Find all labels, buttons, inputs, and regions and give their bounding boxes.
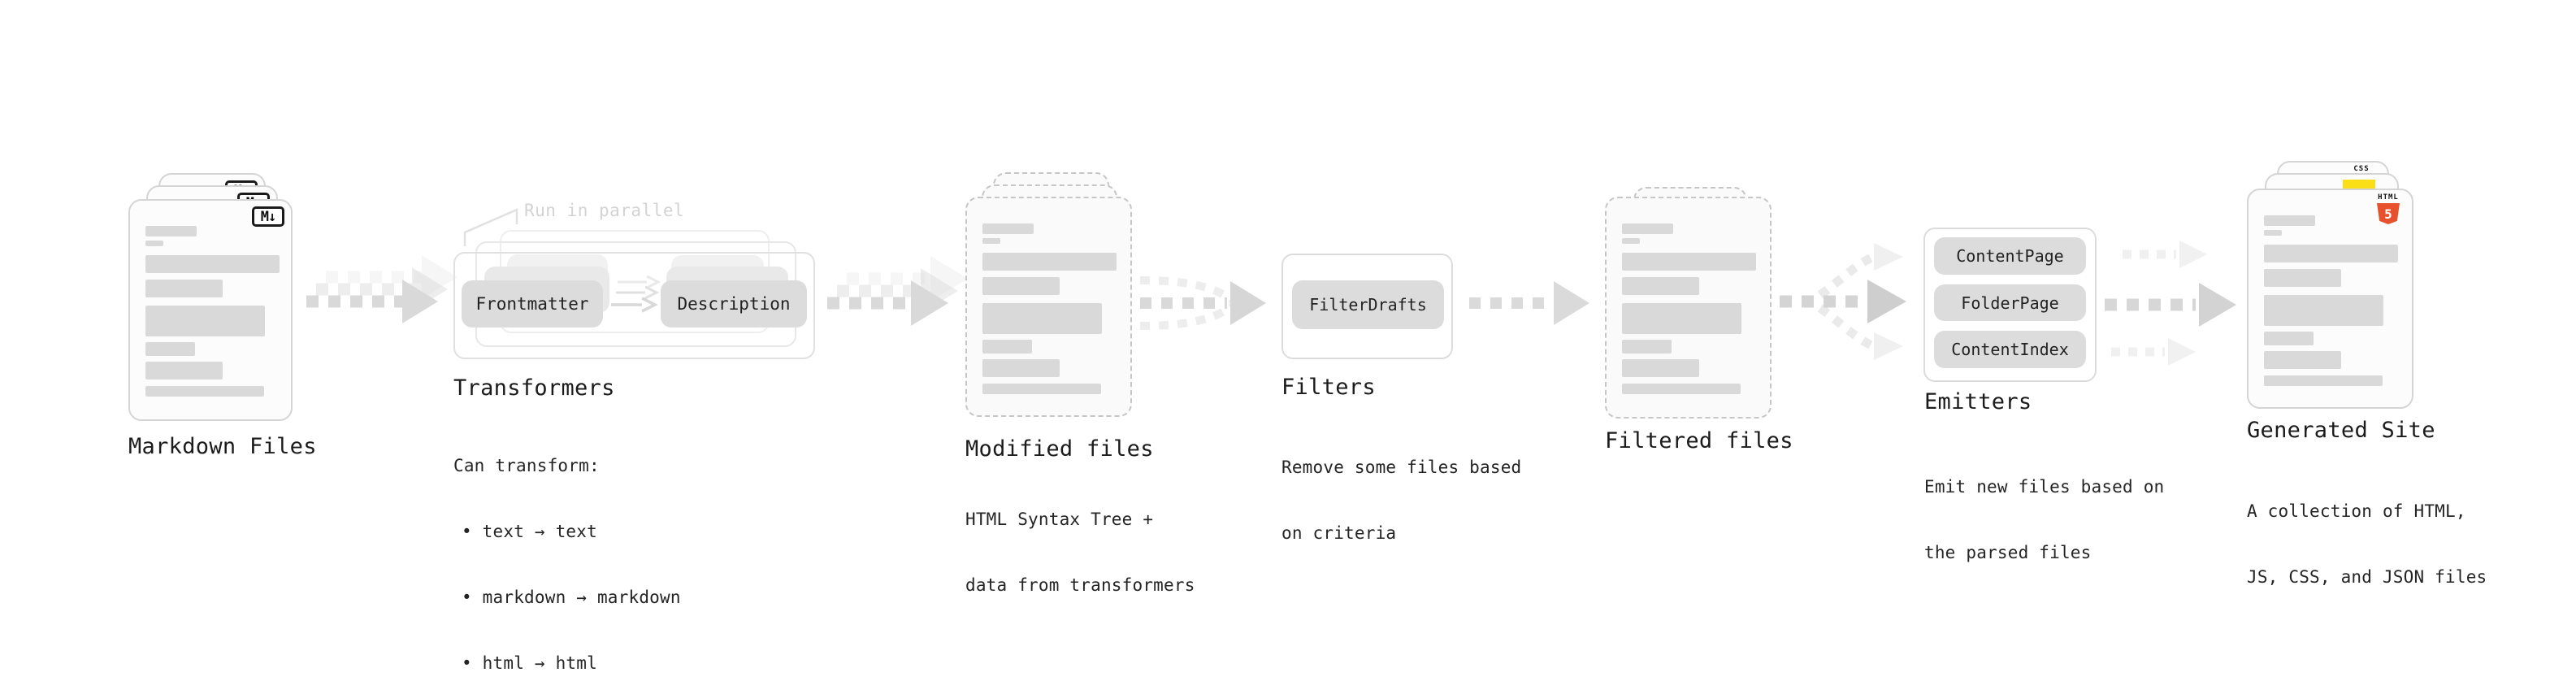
placeholder-bar (145, 241, 163, 246)
arrow-modified-to-filters (1139, 276, 1266, 330)
placeholder-bar (2264, 375, 2383, 386)
folderpage-pill: FolderPage (1934, 284, 2086, 321)
arrow-markdown-to-transformers (306, 255, 458, 323)
contentpage-pill: ContentPage (1934, 237, 2086, 275)
transformers-bullet: • markdown → markdown (462, 588, 681, 607)
markdown-icon: M↓ (252, 206, 284, 227)
placeholder-bar (145, 306, 265, 336)
filterdrafts-pill: FilterDrafts (1292, 280, 1444, 329)
placeholder-bar (145, 342, 195, 356)
modified-files-description: HTML Syntax Tree + data from transformer… (965, 465, 1195, 640)
html5-icon: HTML 5 (2374, 193, 2402, 224)
arrow-filters-to-filtered (1469, 281, 1589, 325)
html5-icon-number: 5 (2384, 206, 2392, 222)
placeholder-bar (1622, 277, 1699, 295)
transformer-frame-front (453, 252, 815, 359)
doc-placeholder-lines (2264, 215, 2398, 386)
css-icon-label: CSS (2353, 165, 2370, 173)
transformers-bullet: • html → html (462, 653, 597, 673)
placeholder-bar (145, 386, 264, 397)
placeholder-bar (1622, 223, 1673, 234)
arrow-emitters-to-generated (2105, 241, 2236, 366)
filtered-files-title: Filtered files (1605, 428, 1793, 453)
filtered-file-card-front (1605, 197, 1772, 419)
placeholder-bar (2264, 245, 2398, 262)
filters-description: Remove some files based on criteria (1281, 413, 1521, 588)
markdown-files-title: Markdown Files (128, 434, 317, 459)
filters-desc-line: on criteria (1281, 523, 1397, 543)
modified-desc-line: HTML Syntax Tree + (965, 510, 1154, 529)
emitters-description: Emit new files based on the parsed files (1924, 432, 2164, 608)
placeholder-bar (2264, 295, 2383, 326)
placeholder-bar (1622, 384, 1741, 394)
placeholder-bar (982, 238, 1000, 244)
generated-site-description: A collection of HTML, JS, CSS, and JSON … (2247, 457, 2487, 632)
markdown-file-card-front: M↓ (128, 199, 293, 421)
run-in-parallel-leader-line (463, 208, 518, 246)
frontmatter-pill: Frontmatter (462, 280, 603, 327)
placeholder-bar (982, 340, 1032, 354)
modified-file-card-front (965, 197, 1132, 417)
js-icon (2343, 180, 2375, 191)
placeholder-bar (1622, 340, 1672, 354)
emitters-desc-line: Emit new files based on (1924, 477, 2165, 497)
placeholder-bar (2264, 351, 2341, 369)
transformers-desc-heading: Can transform: (453, 456, 600, 475)
placeholder-bar (145, 362, 223, 380)
placeholder-bar (2264, 332, 2314, 345)
doc-placeholder-lines (982, 223, 1117, 394)
doc-placeholder-lines (145, 226, 280, 397)
run-in-parallel-annotation: Run in parallel (524, 201, 685, 220)
filters-desc-line: Remove some files based (1281, 458, 1522, 477)
generated-desc-line: A collection of HTML, (2247, 501, 2466, 521)
placeholder-bar (982, 253, 1117, 271)
description-pill: Description (661, 280, 807, 327)
generated-desc-line: JS, CSS, and JSON files (2247, 567, 2487, 587)
placeholder-bar (982, 303, 1102, 334)
transformers-bullet: • text → text (462, 522, 597, 541)
transformers-title: Transformers (453, 375, 615, 401)
arrow-frontmatter-to-description (611, 275, 661, 313)
modified-desc-line: data from transformers (965, 575, 1195, 595)
placeholder-bar (982, 277, 1060, 295)
filters-title: Filters (1281, 375, 1376, 400)
doc-placeholder-lines (1622, 223, 1756, 394)
emitters-desc-line: the parsed files (1924, 543, 2092, 562)
placeholder-bar (982, 223, 1034, 234)
arrow-transformers-to-modified (827, 256, 968, 326)
arrow-filtered-to-emitters (1780, 243, 1906, 360)
contentindex-pill: ContentIndex (1934, 331, 2086, 368)
modified-files-title: Modified files (965, 436, 1154, 462)
placeholder-bar (145, 280, 223, 297)
placeholder-bar (1622, 303, 1741, 334)
placeholder-bar (145, 255, 280, 273)
placeholder-bar (982, 359, 1060, 377)
placeholder-bar (2264, 215, 2315, 226)
placeholder-bar (982, 384, 1101, 394)
emitters-title: Emitters (1924, 389, 2032, 414)
placeholder-bar (2264, 269, 2341, 287)
placeholder-bar (1622, 359, 1699, 377)
html5-icon-shield: 5 (2377, 203, 2400, 224)
placeholder-bar (145, 226, 197, 236)
placeholder-bar (1622, 238, 1640, 244)
generated-site-title: Generated Site (2247, 418, 2435, 443)
placeholder-bar (2264, 230, 2282, 236)
transformers-description: Can transform: • text → text • markdown … (453, 411, 681, 681)
generated-html-card: HTML 5 (2247, 189, 2413, 409)
html5-icon-label: HTML (2378, 193, 2399, 202)
placeholder-bar (1622, 253, 1756, 271)
